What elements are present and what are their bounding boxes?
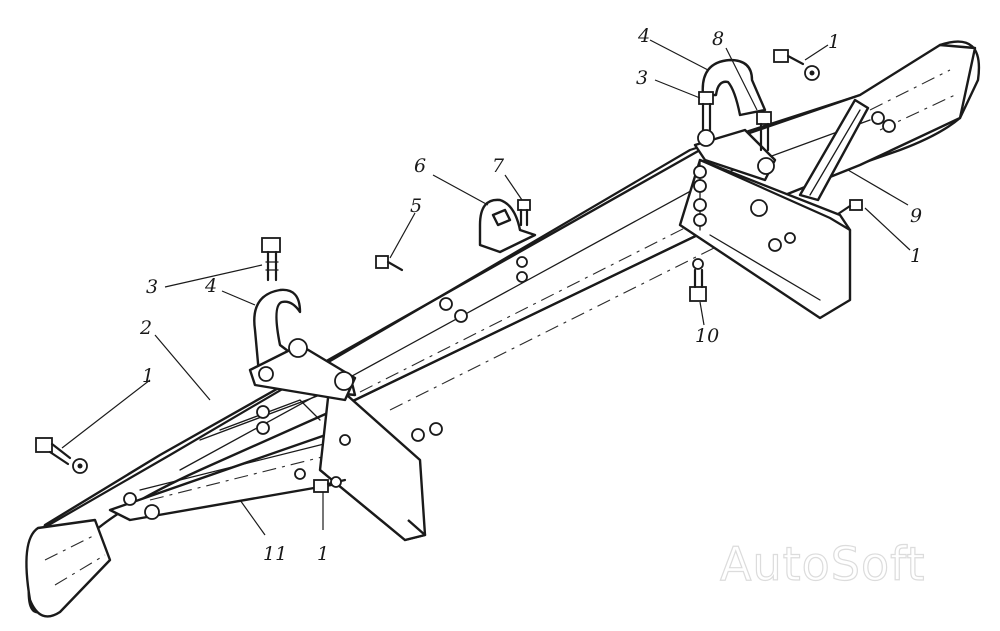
license-plate-bracket (478, 198, 537, 254)
callout-10: 10 (695, 325, 719, 347)
callout-5: 5 (410, 195, 422, 217)
callout-11: 11 (263, 543, 287, 565)
callout-1-topright: 1 (828, 31, 840, 53)
brace-strut (798, 98, 870, 202)
nuts-and-washers (72, 65, 896, 520)
callout-1-left: 1 (142, 365, 154, 387)
callout-labels: 1 2 3 4 1 11 5 6 7 4 8 3 1 9 1 10 (139, 25, 922, 565)
callout-3-right: 3 (636, 67, 648, 89)
watermark: AutoSoft (720, 537, 926, 591)
right-mounting-bracket (678, 158, 852, 320)
left-mounting-bracket (108, 378, 427, 542)
callout-3-left: 3 (146, 276, 158, 298)
bolts (35, 49, 863, 493)
callout-4-left: 4 (204, 275, 217, 297)
callout-6: 6 (414, 155, 426, 177)
callout-2: 2 (139, 317, 152, 339)
callout-8: 8 (712, 28, 724, 50)
callout-7: 7 (492, 155, 505, 177)
tow-hook-right (693, 58, 777, 182)
callout-1-right: 1 (910, 245, 922, 267)
callout-9: 9 (910, 205, 922, 227)
leader-lines (61, 39, 911, 536)
callout-4-right: 4 (637, 25, 650, 47)
callout-1-bottom: 1 (317, 543, 329, 565)
tow-hook-left (248, 288, 357, 402)
bumper-beam (25, 40, 981, 618)
